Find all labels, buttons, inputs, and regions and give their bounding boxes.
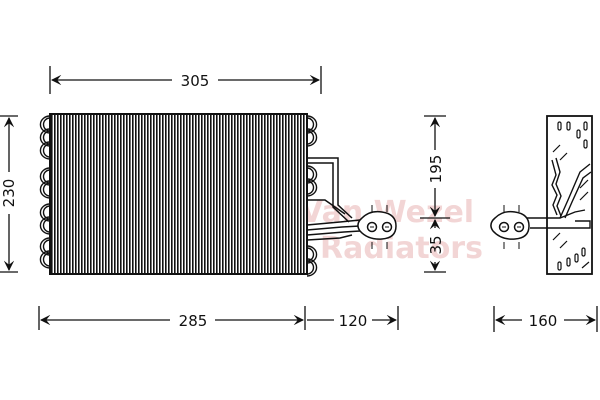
side-connector-flange: [490, 205, 530, 249]
connector-flange: [357, 205, 397, 249]
right-tube-bends: [306, 115, 318, 277]
dim-side-lower-height: 35: [427, 235, 445, 254]
dim-side-depth: 160: [529, 312, 558, 330]
side-view-pipes: [520, 157, 592, 229]
pipe-manifold: [306, 157, 361, 241]
dim-side-upper-height: 195: [427, 155, 445, 184]
evaporator-core: [49, 113, 308, 275]
dim-bottom-pipe-length: 120: [339, 312, 368, 330]
front-view: [39, 113, 397, 277]
dim-left-height: 230: [0, 179, 18, 208]
side-view: [490, 115, 593, 275]
left-tube-bends: [39, 115, 51, 269]
dim-bottom-core-width: 285: [179, 312, 208, 330]
dimension-lines: [0, 66, 598, 332]
side-view-slots: [552, 121, 590, 271]
dimension-labels: 305 230 285 120 195 35 160: [0, 72, 557, 330]
dim-top-width: 305: [181, 72, 210, 90]
